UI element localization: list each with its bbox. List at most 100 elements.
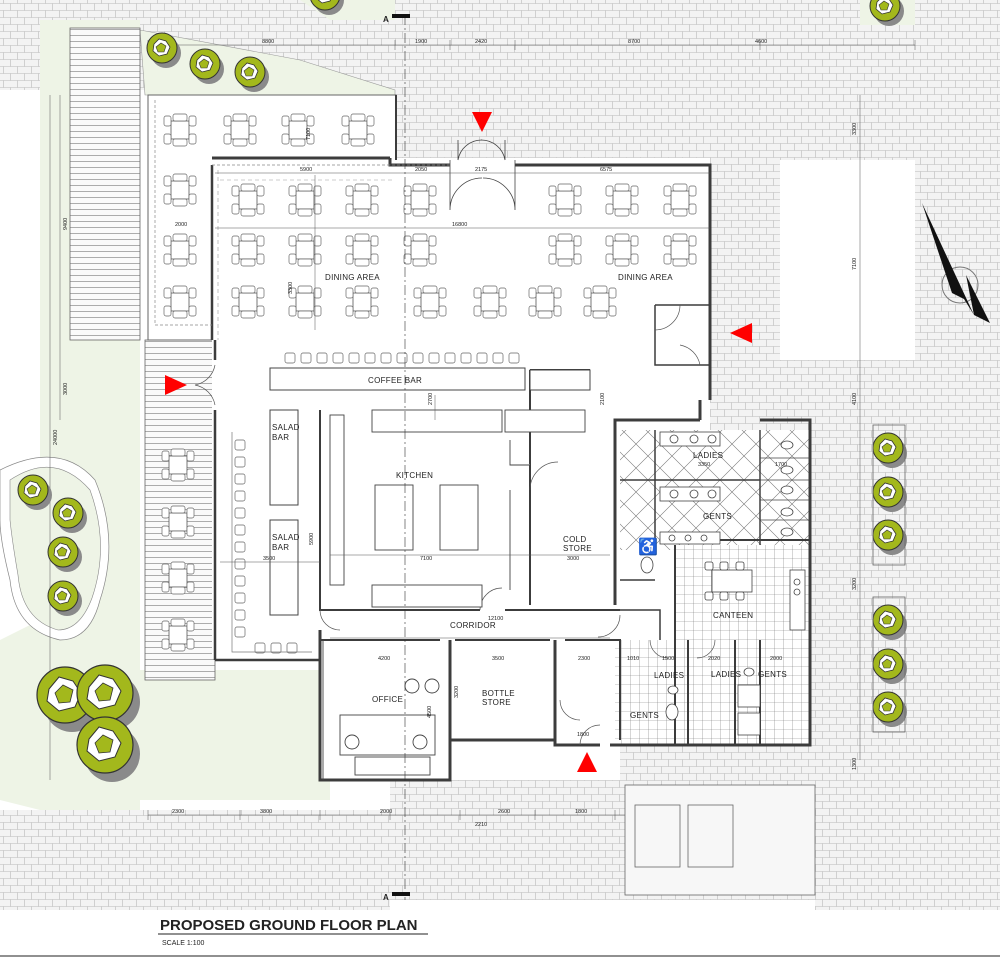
room-label-ladies-upper: LADIES bbox=[693, 451, 723, 460]
dim-4500: 4500 bbox=[427, 706, 433, 718]
section-marker-bottom-label: A bbox=[383, 893, 389, 902]
salad-bar-counter-bottom bbox=[269, 519, 299, 616]
bar-stools bbox=[284, 352, 520, 364]
section-marker-bottom: A bbox=[383, 892, 410, 902]
dim-3350: 3350 bbox=[698, 462, 710, 468]
dim-bottom-3: 2000 bbox=[380, 809, 392, 815]
dim-right-3200: 3200 bbox=[852, 578, 858, 590]
room-label-ladies-small: LADIES bbox=[654, 671, 684, 680]
dim-2020: 2020 bbox=[708, 656, 720, 662]
dim-left-3000: 3000 bbox=[63, 383, 69, 395]
door-swings bbox=[194, 304, 716, 746]
dim-2175: 2175 bbox=[475, 167, 487, 173]
section-marker-top-label: A bbox=[383, 15, 389, 24]
paved-area bbox=[0, 0, 1000, 910]
dim-5900b: 5900 bbox=[309, 533, 315, 545]
accessible-wc-icon: ♿ bbox=[638, 537, 658, 556]
room-label-corridor: CORRIDOR bbox=[450, 621, 496, 630]
room-label-gents-upper: GENTS bbox=[703, 512, 732, 521]
dim-3200: 3200 bbox=[454, 686, 460, 698]
dim-3500: 3500 bbox=[263, 556, 275, 562]
dim-right-3300: 3300 bbox=[852, 123, 858, 135]
dim-2700: 2700 bbox=[428, 393, 434, 405]
entrance-arrow-north bbox=[472, 112, 492, 132]
entrance-arrow-south bbox=[577, 752, 597, 772]
room-label-canteen-ladies: LADIES bbox=[711, 670, 741, 679]
dim-1500: 1500 bbox=[662, 656, 674, 662]
dim-2300: 2300 bbox=[578, 656, 590, 662]
salad-bar-counter-top bbox=[269, 409, 299, 506]
drawing-scale: SCALE 1:100 bbox=[162, 940, 205, 947]
room-label-salad-bar-bottom-1: SALAD bbox=[272, 533, 300, 542]
glazing-line bbox=[154, 100, 450, 326]
canteen-furniture bbox=[704, 561, 806, 631]
dim-6575: 6575 bbox=[600, 167, 612, 173]
dim-bottom-2: 3800 bbox=[260, 809, 272, 815]
dim-top-3: 2420 bbox=[475, 39, 487, 45]
room-label-salad-bar-top-1: SALAD bbox=[272, 423, 300, 432]
dashed-line-dining bbox=[217, 170, 395, 340]
section-marker-top: A bbox=[383, 14, 410, 24]
room-label-dining-east: DINING AREA bbox=[618, 273, 673, 282]
coffee-bar-back-counter bbox=[529, 369, 591, 391]
drawing-title: PROPOSED GROUND FLOOR PLAN bbox=[160, 917, 418, 934]
dim-left-9400: 9400 bbox=[63, 218, 69, 230]
sanitary-fittings bbox=[640, 430, 810, 736]
dim-top-1: 8800 bbox=[262, 39, 274, 45]
salad-bar-rail bbox=[231, 432, 312, 653]
dim-3000: 3000 bbox=[567, 556, 579, 562]
room-labels: DINING AREA DINING AREA COFFEE BAR SALAD… bbox=[272, 273, 787, 720]
room-label-canteen: CANTEEN bbox=[713, 611, 753, 620]
dim-7100: 7100 bbox=[420, 556, 432, 562]
dim-bottom-7: 2210 bbox=[475, 822, 487, 828]
dim-top-4: 8700 bbox=[628, 39, 640, 45]
dim-4200: 4200 bbox=[378, 656, 390, 662]
room-label-office: OFFICE bbox=[372, 695, 403, 704]
timber-deck bbox=[69, 27, 141, 341]
kitchen-fittings bbox=[329, 409, 586, 608]
entrance-arrow-west bbox=[165, 375, 187, 395]
entrance-arrow-east bbox=[730, 323, 752, 343]
dim-bottom-4: 2600 bbox=[498, 809, 510, 815]
dimension-lines bbox=[49, 40, 916, 820]
dim-1010: 1010 bbox=[627, 656, 639, 662]
planter-lower bbox=[872, 596, 906, 733]
dim-left-24000: 24000 bbox=[53, 430, 59, 445]
dim-top-2: 1900 bbox=[415, 39, 427, 45]
dim-16800: 16800 bbox=[452, 222, 467, 228]
north-arrow-icon bbox=[922, 203, 990, 323]
room-label-kitchen: KITCHEN bbox=[396, 471, 433, 480]
dim-right-1300: 1300 bbox=[852, 758, 858, 770]
room-label-bottle-store-1: BOTTLE bbox=[482, 689, 515, 698]
office-furniture bbox=[322, 640, 440, 780]
dim-2000b: 2000 bbox=[770, 656, 782, 662]
dim-right-7100: 7100 bbox=[852, 258, 858, 270]
entrance-arrows bbox=[165, 112, 752, 772]
dim-bottom-1: 2300 bbox=[172, 809, 184, 815]
planter-upper bbox=[872, 424, 906, 566]
coffee-bar-counter bbox=[269, 367, 526, 391]
entrance-doors-north[interactable] bbox=[449, 139, 516, 211]
dim-12100: 12100 bbox=[488, 616, 503, 622]
dim-2100: 2100 bbox=[600, 393, 606, 405]
dim-bottom-5: 1800 bbox=[575, 809, 587, 815]
room-label-cold-store-2: STORE bbox=[563, 544, 592, 553]
title-block: PROPOSED GROUND FLOOR PLAN SCALE 1:100 bbox=[158, 917, 428, 947]
dim-7100a: 7100 bbox=[306, 128, 312, 140]
room-label-bottle-store-2: STORE bbox=[482, 698, 511, 707]
dim-2000: 2000 bbox=[175, 222, 187, 228]
dim-2050: 2050 bbox=[415, 167, 427, 173]
dim-3500b: 3500 bbox=[492, 656, 504, 662]
dim-3300: 3300 bbox=[288, 282, 294, 294]
dim-right-4100: 4100 bbox=[852, 393, 858, 405]
dim-5900: 5900 bbox=[300, 167, 312, 173]
dim-1800: 1800 bbox=[577, 732, 589, 738]
room-label-coffee-bar: COFFEE BAR bbox=[368, 376, 422, 385]
room-label-dining-west: DINING AREA bbox=[325, 273, 380, 282]
room-label-salad-bar-bottom-2: BAR bbox=[272, 543, 289, 552]
room-label-cold-store-1: COLD bbox=[563, 535, 586, 544]
room-label-canteen-gents: GENTS bbox=[758, 670, 787, 679]
room-label-gents-small: GENTS bbox=[630, 711, 659, 720]
dim-top-5: 4600 bbox=[755, 39, 767, 45]
